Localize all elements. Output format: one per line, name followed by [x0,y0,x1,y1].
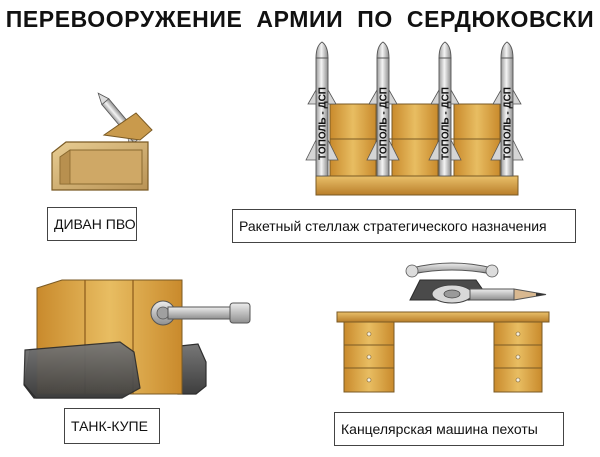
label-tank-coupe: ТАНК-КУПЕ [64,408,160,444]
tank-illustration [23,279,251,399]
page-title: ПЕРЕВООРУЖЕНИЕ АРМИИ ПО СЕРДЮКОВСКИ [5,6,595,32]
label-rocket-rack: Ракетный стеллаж стратегического назначе… [232,209,576,243]
label-sofa-air-defence: ДИВАН ПВО [47,207,137,241]
desk-illustration [336,262,550,393]
rocket: ТОПОЛЬ - ДСП [490,41,524,177]
sofa-illustration [51,92,153,191]
rocket-label: ТОПОЛЬ - ДСП [318,87,329,160]
rocket-rack-illustration [315,103,519,196]
rocket: ТОПОЛЬ - ДСП [305,41,339,177]
rocket: ТОПОЛЬ - ДСП [428,41,462,177]
label-office-vehicle: Канцелярская машина пехоты [334,412,564,446]
rocket-label: ТОПОЛЬ - ДСП [441,87,452,160]
rocket-label: ТОПОЛЬ - ДСП [503,87,514,160]
rocket-label: ТОПОЛЬ - ДСП [379,87,390,160]
rocket: ТОПОЛЬ - ДСП [366,41,400,177]
